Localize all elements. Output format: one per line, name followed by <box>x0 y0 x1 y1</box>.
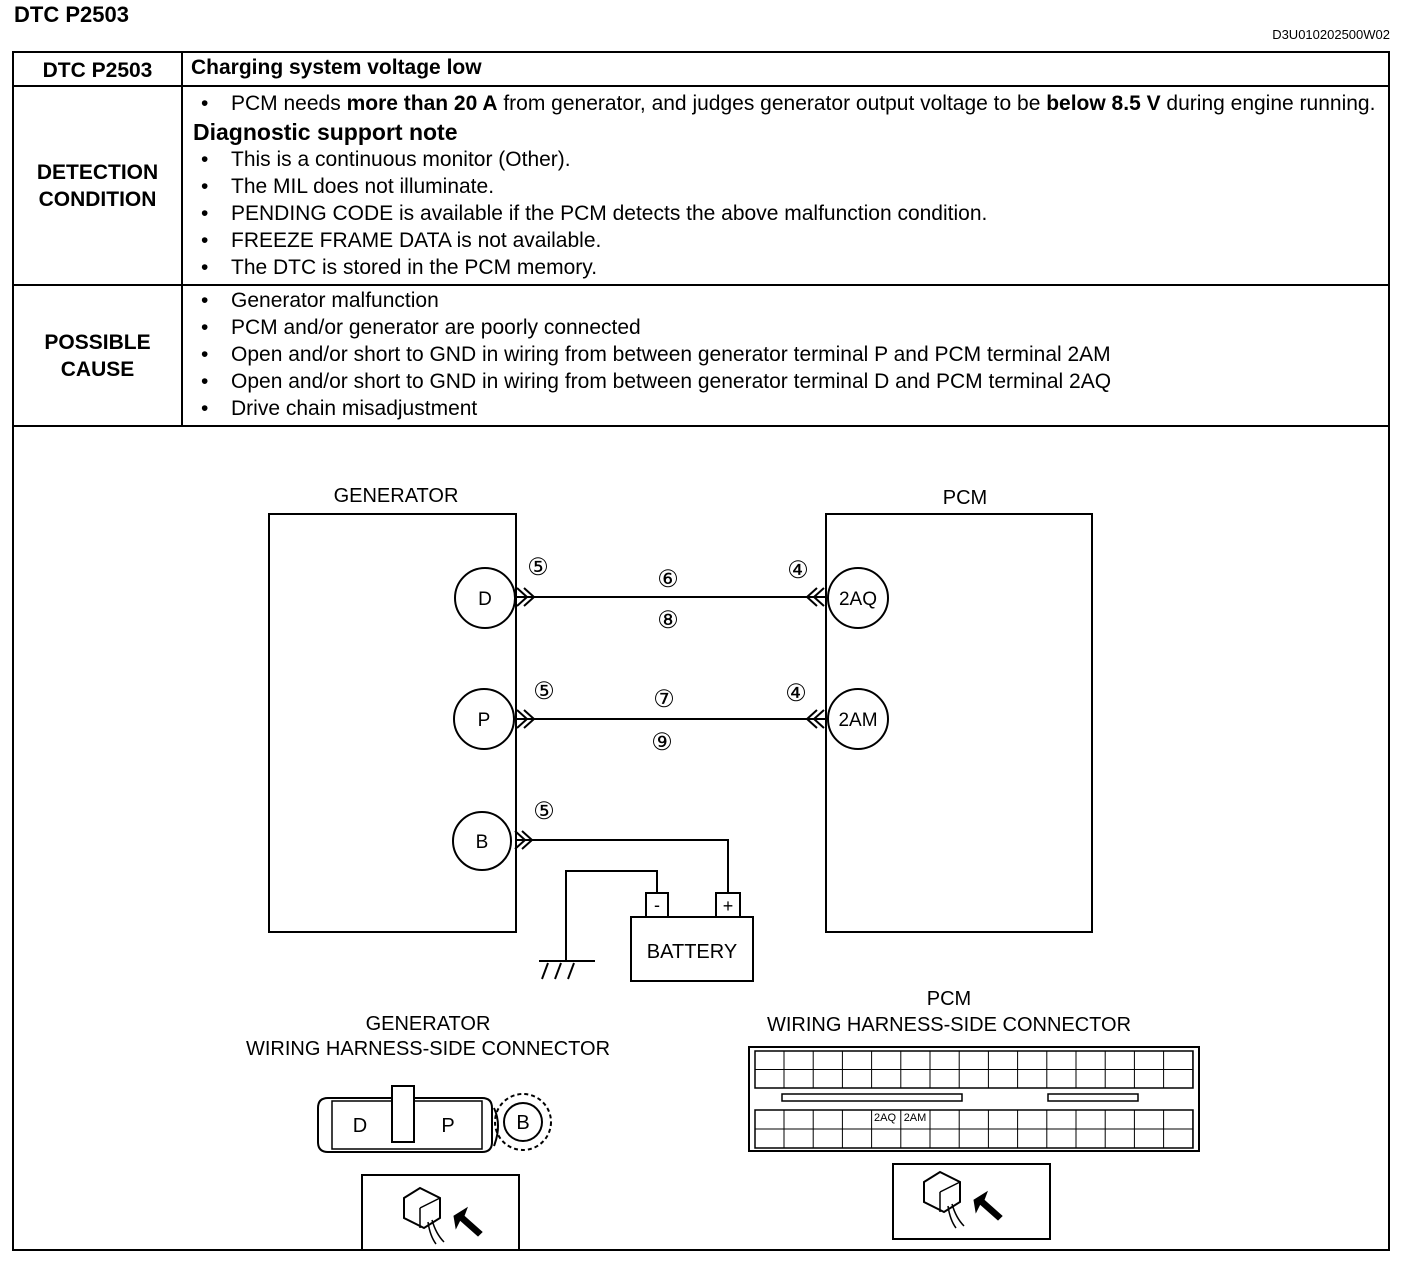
cause-item: Open and/or short to GND in wiring from … <box>197 368 1380 395</box>
gen-connector-pin-b: B <box>516 1112 529 1134</box>
dtc-description-cell: Charging system voltage low <box>181 51 1390 87</box>
support-note-title: Diagnostic support note <box>193 119 458 145</box>
pcm-label: PCM <box>943 487 987 509</box>
cause-item: PCM and/or generator are poorly connecte… <box>197 314 1380 341</box>
support-note-item: The MIL does not illuminate. <box>197 173 1380 200</box>
battery-label: BATTERY <box>647 941 737 963</box>
battery-positive: + <box>723 896 734 916</box>
wiring-diagram: GENERATOR PCM D P B 2AQ 2AM ⑤ ④ <box>246 485 1200 1251</box>
cause-item: Open and/or short to GND in wiring from … <box>197 341 1380 368</box>
gen-connector-pin-d: D <box>353 1115 367 1137</box>
detection-main-list: PCM needs more than 20 A from generator,… <box>197 90 1380 117</box>
detection-content: PCM needs more than 20 A from generator,… <box>181 85 1390 286</box>
document-id: D3U010202500W02 <box>1272 27 1390 42</box>
terminal-b: B <box>452 811 512 871</box>
terminal-2am: 2AM <box>827 688 889 750</box>
pcm-harness-view-icon <box>892 1163 1051 1240</box>
gen-connector-title-2: WIRING HARNESS-SIDE CONNECTOR <box>246 1038 610 1060</box>
diagram-row <box>12 425 1390 1251</box>
cause-item: Generator malfunction <box>197 287 1380 314</box>
cause-item: Drive chain misadjustment <box>197 395 1380 422</box>
pcm-box <box>825 513 1093 933</box>
terminal-2am-label: 2AM <box>838 710 877 731</box>
callout-pcm-2aq: ④ <box>787 557 809 584</box>
pcm-connector-face: 2AQ 2AM <box>748 1046 1200 1152</box>
gen-connector-face: D P B <box>317 1085 552 1153</box>
terminal-d: D <box>454 567 516 629</box>
terminal-p: P <box>453 688 515 750</box>
generator-box <box>268 513 517 933</box>
pcm-connector-pin-2am: 2AM <box>904 1112 927 1124</box>
battery-negative: - <box>654 895 660 915</box>
dtc-code-cell: DTC P2503 <box>12 51 183 87</box>
detection-bold-1: more than 20 A <box>346 92 498 115</box>
detection-label-line2: CONDITION <box>38 187 157 211</box>
generator-label: GENERATOR <box>334 485 459 507</box>
callout-gen-d: ⑤ <box>527 554 549 581</box>
detection-text-2: from generator, and judges generator out… <box>497 92 1047 115</box>
gen-harness-view-icon <box>361 1174 520 1251</box>
terminal-d-label: D <box>478 589 492 610</box>
page-title: DTC P2503 <box>14 2 129 27</box>
header-row: DTC P2503 Charging system voltage low <box>12 51 1390 87</box>
terminal-2aq: 2AQ <box>827 567 889 629</box>
detection-label: DETECTION CONDITION <box>12 85 183 286</box>
wire-battery-ground <box>565 870 658 961</box>
pcm-connector-title-1: PCM <box>927 988 971 1010</box>
cause-row: POSSIBLE CAUSE Generator malfunction PCM… <box>12 284 1390 427</box>
support-note-item: The DTC is stored in the PCM memory. <box>197 254 1380 281</box>
pcm-connector-pin-2aq: 2AQ <box>874 1112 896 1124</box>
terminal-b-label: B <box>476 832 489 853</box>
pcm-connector-title-2: WIRING HARNESS-SIDE CONNECTOR <box>767 1014 1131 1036</box>
detection-row: DETECTION CONDITION PCM needs more than … <box>12 85 1390 286</box>
callout-gen-b: ⑤ <box>533 798 555 825</box>
cause-label-line1: POSSIBLE <box>44 330 151 354</box>
callout-p-bottom: ⑨ <box>651 729 673 756</box>
cause-label-line2: CAUSE <box>60 357 135 381</box>
callout-d-bottom: ⑧ <box>657 607 679 634</box>
support-note-list: This is a continuous monitor (Other). Th… <box>197 146 1380 281</box>
terminal-p-label: P <box>478 710 491 731</box>
support-note-item: This is a continuous monitor (Other). <box>197 146 1380 173</box>
pcm-connector-marks <box>805 587 825 729</box>
dtc-table: DTC P2503 Charging system voltage low DE… <box>12 51 1390 1251</box>
gen-connector-pin-p: P <box>441 1115 454 1137</box>
wire-b-battery <box>515 839 729 893</box>
gen-connector-title-1: GENERATOR <box>366 1013 491 1035</box>
detection-label-line1: DETECTION <box>36 160 159 184</box>
battery: - + BATTERY <box>630 892 754 982</box>
cause-label: POSSIBLE CAUSE <box>12 284 183 427</box>
callout-p-top: ⑦ <box>653 686 675 713</box>
diagram-cell <box>12 425 1390 1251</box>
detection-text-3: during engine running. <box>1160 92 1376 115</box>
gen-connector-marks <box>514 587 536 850</box>
detection-main-item: PCM needs more than 20 A from generator,… <box>197 90 1380 117</box>
support-note-item: PENDING CODE is available if the PCM det… <box>197 200 1380 227</box>
callout-gen-p: ⑤ <box>533 678 555 705</box>
ground-icon <box>539 960 595 980</box>
terminal-2aq-label: 2AQ <box>839 589 877 610</box>
detection-text-1: PCM needs <box>231 92 347 115</box>
callout-pcm-2am: ④ <box>785 680 807 707</box>
cause-list: Generator malfunction PCM and/or generat… <box>197 287 1380 422</box>
support-note-item: FREEZE FRAME DATA is not available. <box>197 227 1380 254</box>
cause-content: Generator malfunction PCM and/or generat… <box>181 284 1390 427</box>
detection-bold-2: below 8.5 V <box>1046 92 1161 115</box>
callout-d-top: ⑥ <box>657 566 679 593</box>
